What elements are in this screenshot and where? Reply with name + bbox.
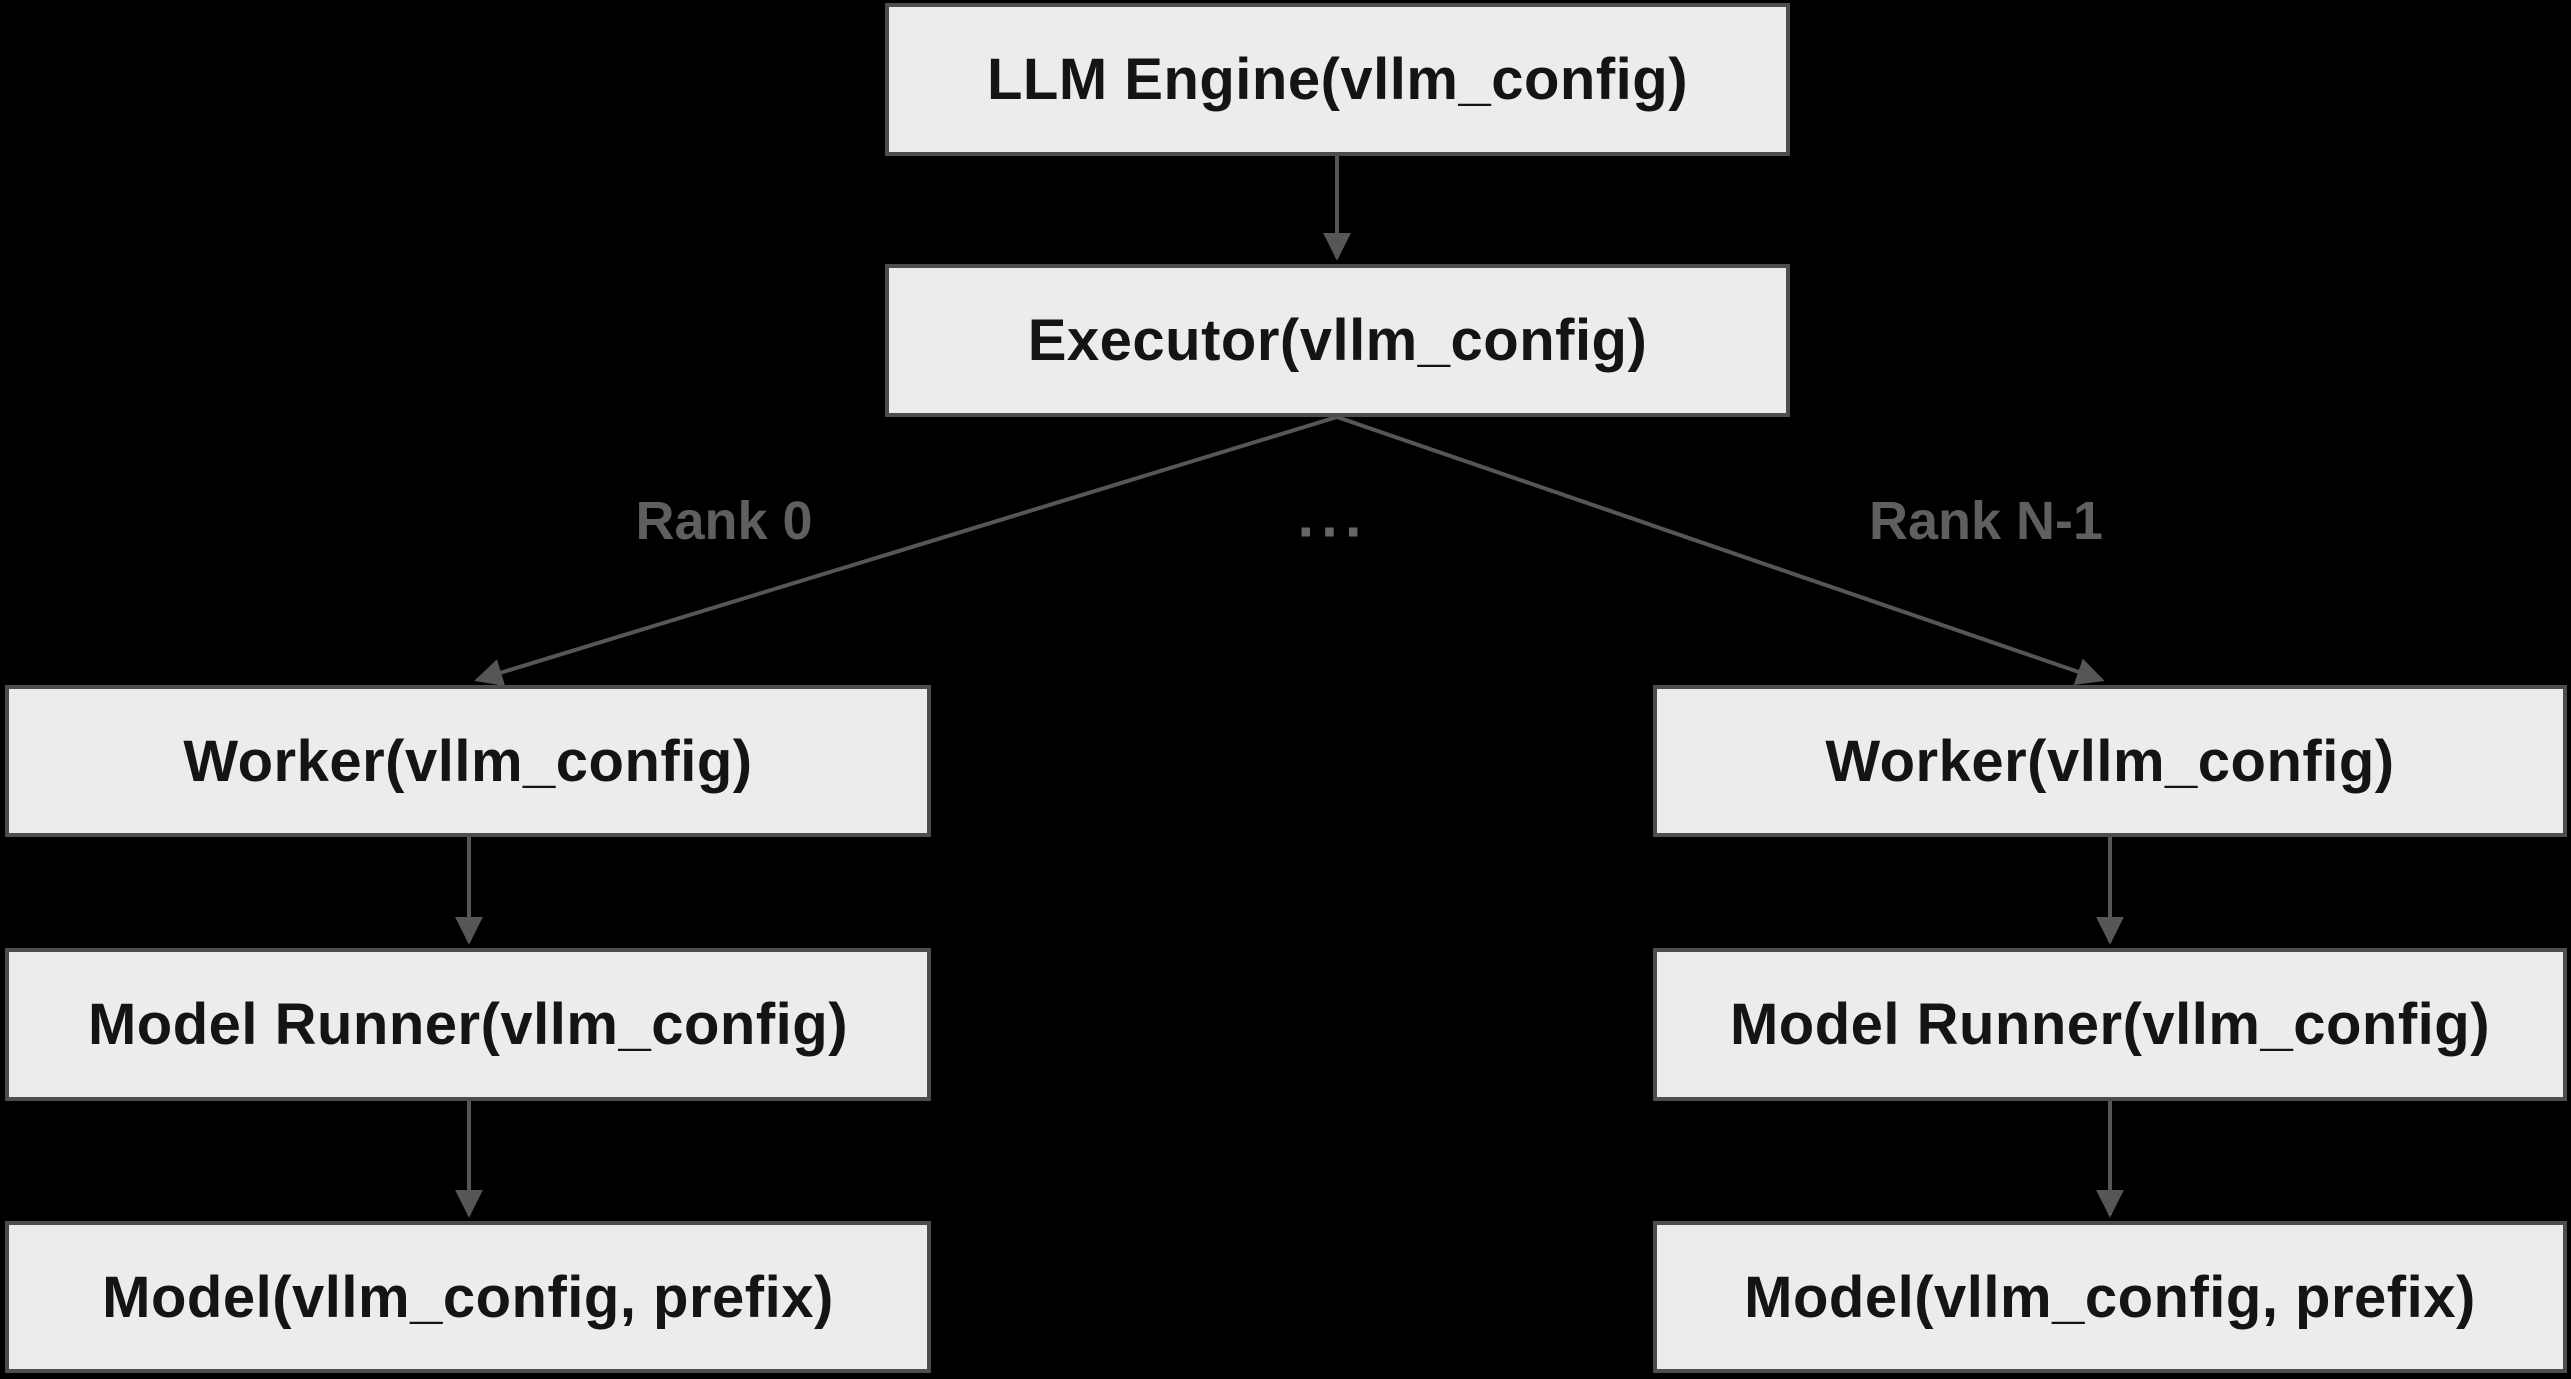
node-worker-rank-n-1: Worker(vllm_config) xyxy=(1653,685,2567,837)
node-model-runner-rank-n-1: Model Runner(vllm_config) xyxy=(1653,948,2567,1101)
node-worker-rank-0: Worker(vllm_config) xyxy=(5,685,931,837)
node-model-runner-rank-0: Model Runner(vllm_config) xyxy=(5,948,931,1101)
edge-executor-to-worker-left xyxy=(474,415,1338,687)
node-llm-engine: LLM Engine(vllm_config) xyxy=(885,3,1790,156)
edge-label-rank-n-1: Rank N-1 xyxy=(1868,491,2104,551)
node-executor: Executor(vllm_config) xyxy=(885,264,1790,417)
node-model-rank-n-1: Model(vllm_config, prefix) xyxy=(1653,1221,2567,1373)
edge-label-rank-0: Rank 0 xyxy=(635,491,813,551)
edge-label-ellipsis: ... xyxy=(1297,482,1369,550)
node-model-rank-0: Model(vllm_config, prefix) xyxy=(5,1221,931,1373)
edge-executor-to-worker-right xyxy=(1336,415,2105,686)
